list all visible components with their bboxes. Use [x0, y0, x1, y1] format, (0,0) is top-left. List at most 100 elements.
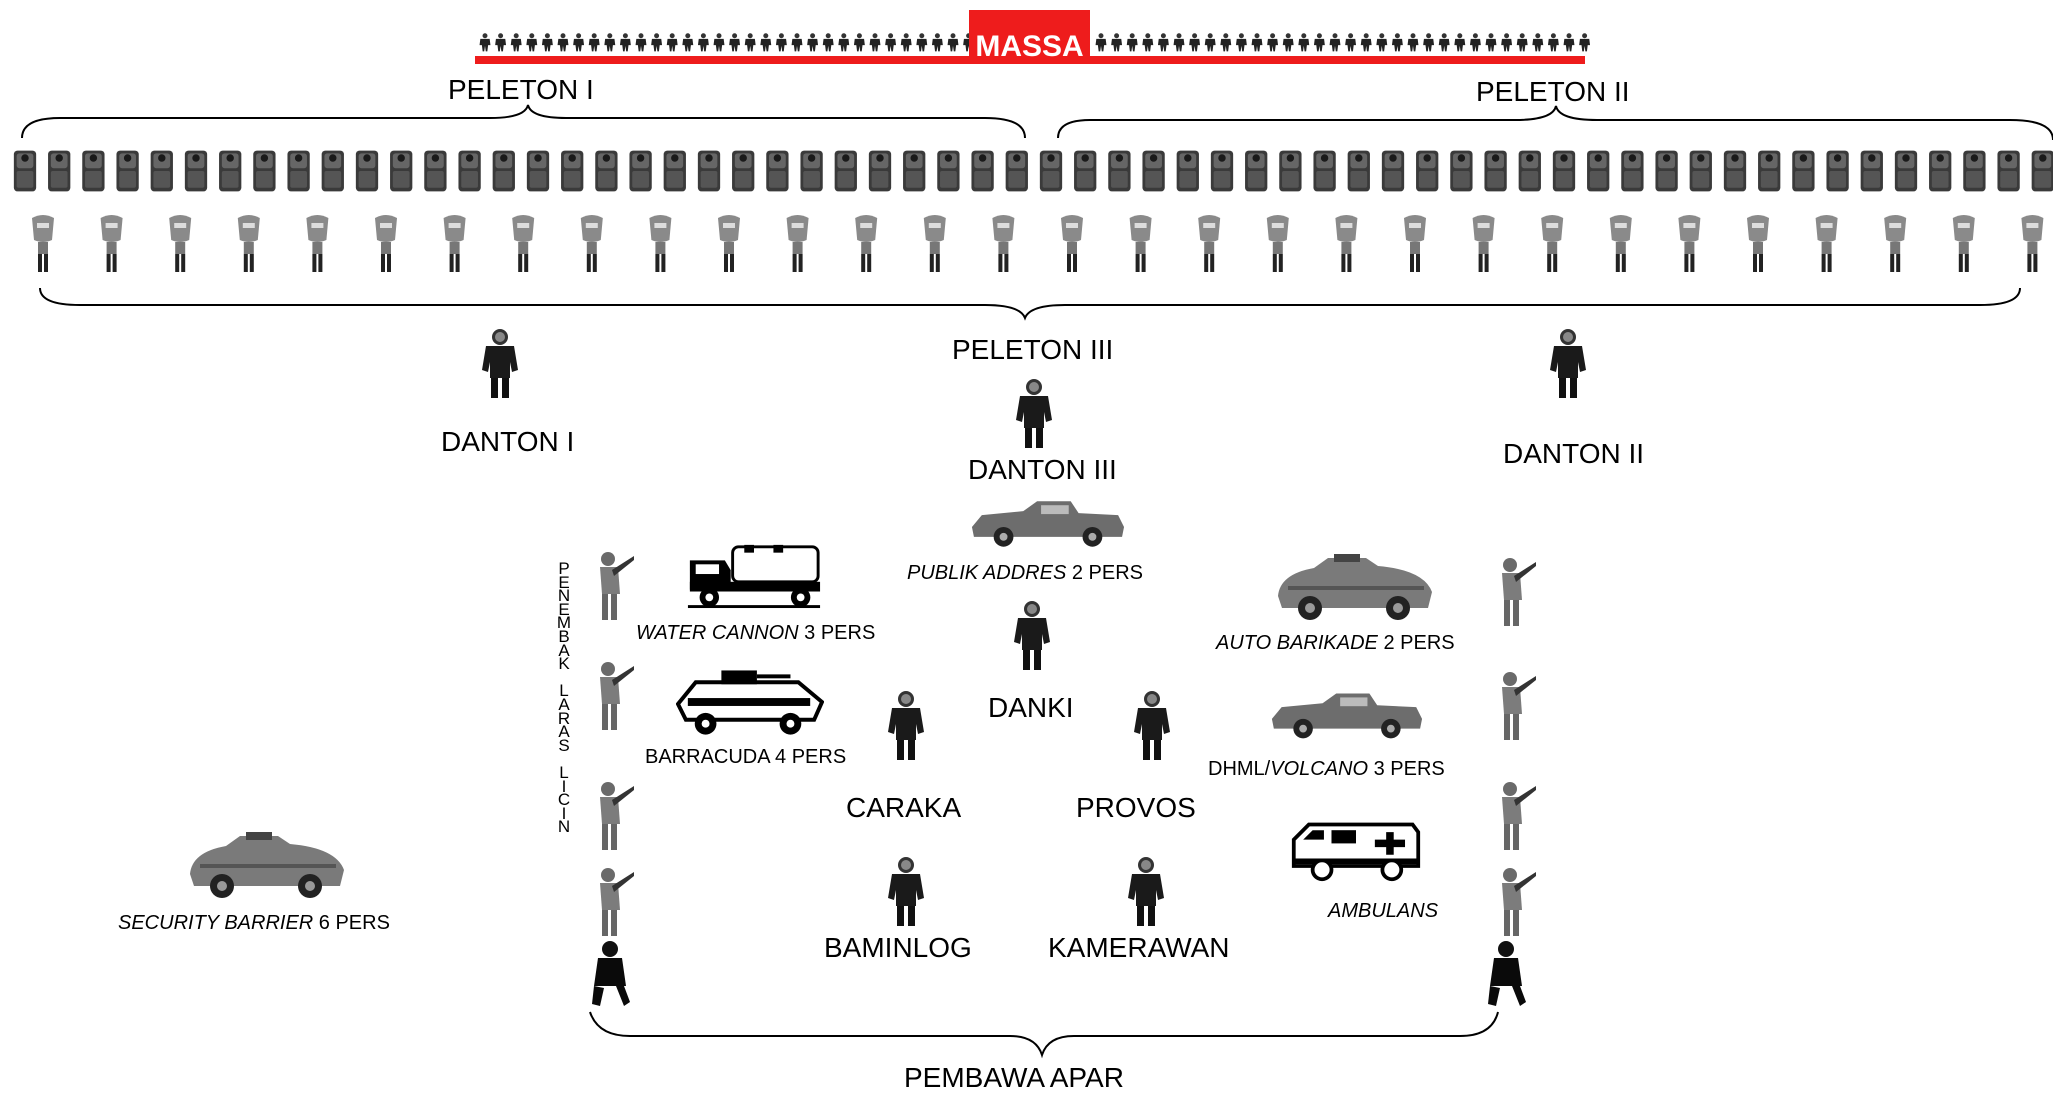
riot-shield-officer-icon [766, 150, 789, 192]
riot-shield-officer-icon [321, 150, 344, 192]
riot-shield-officer-icon [1552, 150, 1576, 192]
riot-shield-officer-icon [1176, 150, 1199, 192]
rifleman-left-1-icon [600, 552, 634, 620]
crowd-person-icon [885, 33, 897, 52]
danki-icon [1014, 601, 1050, 670]
penembak-letter: I [561, 803, 567, 823]
security-barrier-label: SECURITY BARRIER 6 PERS [118, 912, 390, 934]
penembak-letter: L [559, 681, 569, 701]
baton-officer-icon [2021, 215, 2044, 272]
peleton-3-label: PELETON III [952, 334, 1114, 365]
riot-shield-officer-icon [1416, 150, 1439, 192]
riot-shield-officer-icon [1621, 150, 1644, 192]
baton-officer-icon [718, 215, 740, 272]
riot-shield-officer-icon [1587, 150, 1610, 192]
penembak-letter: P [558, 559, 570, 578]
riot-shield-officer-icon [903, 150, 926, 192]
crowd-person-icon [635, 33, 647, 52]
dhml-volcano-label: DHML/VOLCANO 3 PERS [1208, 758, 1445, 780]
rifleman-right-1-icon [1502, 558, 1536, 626]
crowd-person-icon [619, 33, 631, 52]
baton-officer-icon [32, 215, 54, 272]
baton-officer-icon [786, 215, 809, 272]
rifleman-left-4-icon [600, 868, 634, 936]
crowd-person-icon [1454, 33, 1466, 52]
riot-shield-officer-icon [287, 150, 310, 192]
riot-shield-officer-icon [48, 150, 71, 192]
penembak-letter: N [557, 586, 571, 606]
riot-shield-officer-icon [1279, 150, 1302, 192]
caraka-icon [888, 691, 924, 760]
provos-icon [1134, 691, 1170, 760]
danton-3-label: DANTON III [968, 454, 1117, 485]
pembawa-apar-label: PEMBAWA APAR [904, 1062, 1124, 1093]
crowd-person-icon [1157, 33, 1169, 52]
riot-shield-officer-icon [492, 150, 515, 192]
danton-3-icon [1016, 379, 1052, 448]
crowd-person-icon [760, 33, 772, 52]
baton-officer-icon [1266, 215, 1289, 272]
baton-officer-icon [1884, 215, 1907, 272]
kamerawan-icon [1128, 857, 1164, 926]
crowd-person-icon [1360, 33, 1372, 52]
baton-officer-icon [237, 215, 260, 272]
baton-officer-icon [1678, 215, 1701, 272]
crowd-person-icon [1251, 33, 1263, 52]
crowd-person-icon [869, 33, 881, 52]
crowd-person-icon [1126, 33, 1138, 52]
riot-shield-officer-icon [1655, 150, 1678, 192]
peleton-2-bracket [1057, 105, 2053, 141]
riot-shield-officer-icon [1450, 150, 1473, 192]
baton-officer-icon [855, 215, 878, 272]
crowd-person-icon [651, 33, 663, 52]
crowd-person-icon [1298, 33, 1310, 52]
penembak-letter: A [558, 694, 570, 714]
riot-shield-officer-icon [355, 150, 379, 192]
security-barrier-vehicle-icon [190, 832, 344, 898]
baton-officer-row [32, 215, 2044, 272]
danton-2-label: DANTON II [1503, 438, 1645, 469]
auto-barikade-label: AUTO BARIKADE 2 PERS [1216, 632, 1455, 654]
crowd-person-icon [573, 33, 585, 52]
crowd-person-icon [495, 33, 507, 52]
crowd-person-icon [1563, 33, 1575, 52]
rifleman-right-2-icon [1502, 672, 1536, 740]
crowd-person-icon [1469, 33, 1481, 52]
riot-shield-officer-icon [1758, 150, 1781, 192]
crowd-person-icon [822, 33, 834, 52]
riot-shield-officer-icon [1142, 150, 1165, 192]
crowd-person-icon [744, 33, 756, 52]
crowd-person-icon [1111, 33, 1123, 52]
penembak-letter: M [556, 613, 572, 633]
penembak-letter: K [558, 654, 570, 674]
penembak-letter: E [558, 599, 570, 619]
crowd-person-icon [791, 33, 803, 52]
riot-shield-officer-icon [561, 150, 584, 192]
baton-officer-icon [306, 215, 329, 272]
crowd-person-icon [479, 33, 491, 52]
danki-label: DANKI [988, 692, 1074, 723]
crowd-person-icon [1516, 33, 1528, 52]
penembak-letter: E [558, 572, 570, 592]
crowd-person-icon [1313, 33, 1325, 52]
pembawa-apar-bracket [589, 1011, 1499, 1059]
riot-shield-officer-icon [1929, 150, 1952, 192]
baton-officer-icon [100, 215, 123, 272]
crowd-person-icon [853, 33, 865, 52]
baton-officer-icon [1335, 215, 1358, 272]
danton-2-icon [1550, 329, 1586, 398]
penembak-letter: A [558, 640, 570, 660]
peleton-2-label: PELETON II [1476, 76, 1630, 107]
crowd-person-icon [526, 33, 538, 52]
caraka-label: CARAKA [846, 792, 962, 823]
crowd-person-icon [697, 33, 709, 52]
riot-shield-officer-icon [1347, 150, 1370, 192]
baton-officer-icon [375, 215, 397, 272]
crowd-person-icon [1189, 33, 1201, 52]
baton-officer-icon [1472, 215, 1495, 272]
riot-shield-officer-icon [868, 150, 892, 192]
crowd-person-icon [1220, 33, 1232, 52]
massa-box [969, 10, 1090, 62]
penembak-letter: S [558, 735, 570, 755]
